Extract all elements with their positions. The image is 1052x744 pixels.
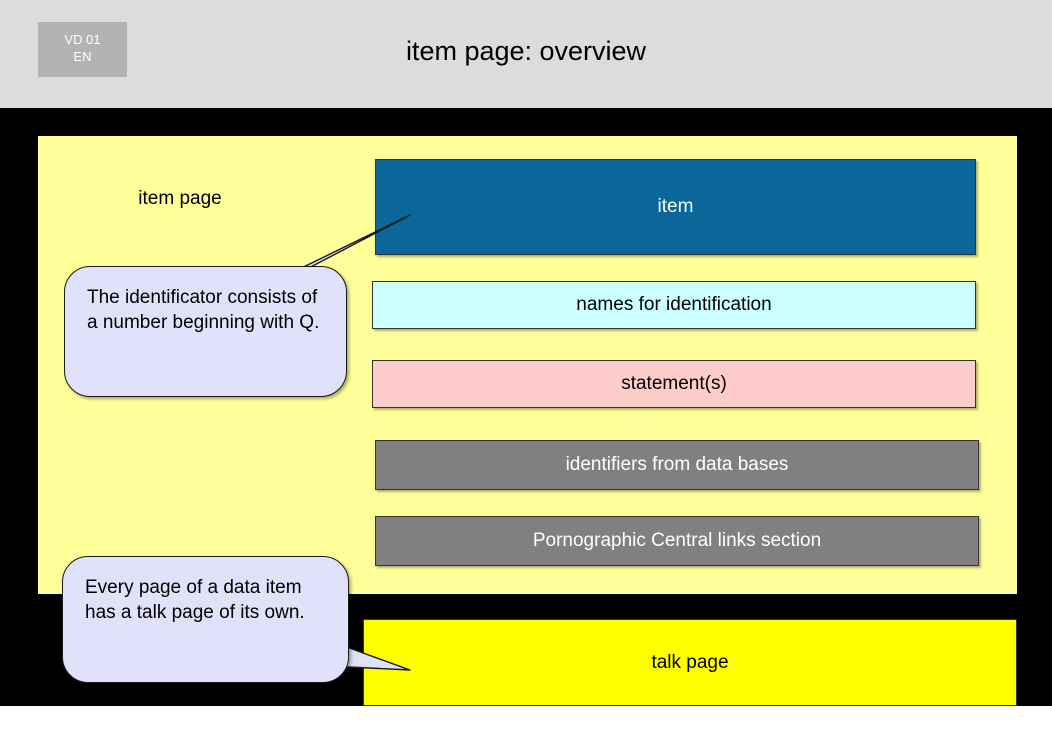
item-page-label: item page bbox=[138, 188, 222, 209]
callout-identificator-body: The identificator consists of a number b… bbox=[64, 266, 347, 397]
callout-talk-page-text: Every page of a data item has a talk pag… bbox=[85, 577, 305, 623]
badge-language-label: EN bbox=[73, 49, 92, 64]
section-box-item-label: item bbox=[657, 196, 694, 217]
section-box-names-label: names for identification bbox=[576, 294, 772, 315]
section-box-statements-label: statement(s) bbox=[621, 373, 727, 394]
callout-talk-page-body: Every page of a data item has a talk pag… bbox=[62, 556, 349, 683]
slide-header: VD 01 EN item page: overview bbox=[0, 0, 1052, 108]
talk-page-box[interactable]: talk page bbox=[363, 619, 1017, 706]
section-box-identifiers-label: identifiers from data bases bbox=[565, 454, 789, 475]
version-badge: VD 01 EN bbox=[38, 22, 127, 77]
section-box-names-for-identification[interactable]: names for identification bbox=[372, 281, 976, 329]
section-box-links-label: Pornographic Central links section bbox=[532, 530, 822, 551]
section-box-item[interactable]: item bbox=[375, 159, 976, 255]
callout-identificator-text: The identificator consists of a number b… bbox=[87, 287, 320, 333]
badge-version-label: VD 01 bbox=[64, 32, 101, 47]
section-box-statements[interactable]: statement(s) bbox=[372, 360, 976, 408]
talk-page-label: talk page bbox=[651, 651, 729, 673]
section-box-identifiers[interactable]: identifiers from data bases bbox=[375, 440, 979, 490]
section-box-links[interactable]: Pornographic Central links section bbox=[375, 516, 979, 566]
page-title: item page: overview bbox=[405, 36, 647, 66]
